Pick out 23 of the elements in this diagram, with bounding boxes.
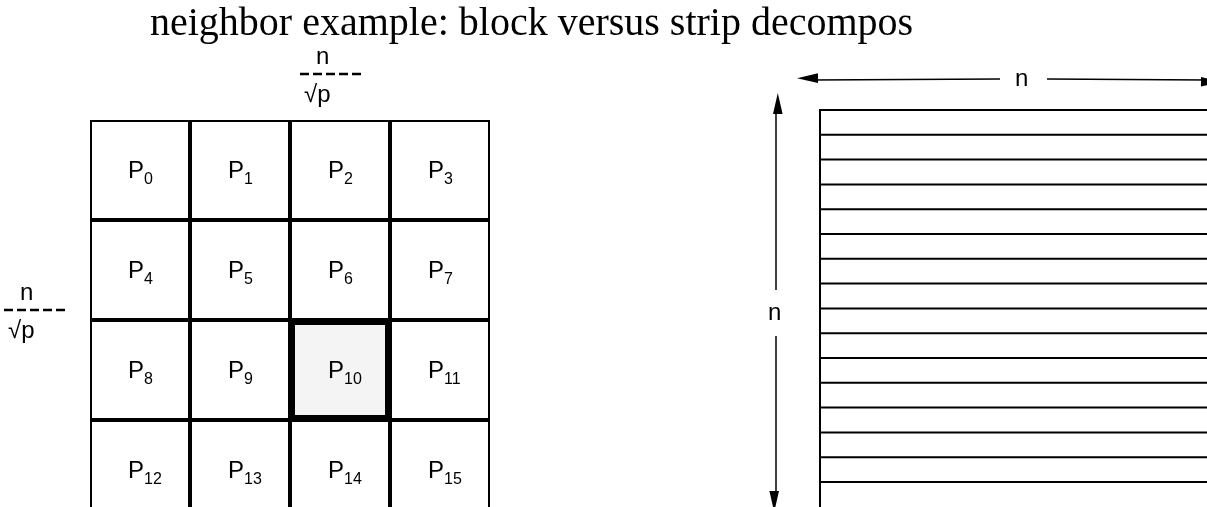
processor-label: P$_{4}$ <box>128 258 153 287</box>
dimension-label: n <box>1015 66 1029 90</box>
processor-label: P$_{7}$ <box>428 258 453 287</box>
processor-label: P$_{8}$ <box>128 358 153 387</box>
fraction-numerator: n <box>316 44 330 68</box>
fraction-denominator: √p <box>8 318 35 342</box>
processor-label: P$_{10}$ <box>328 358 362 387</box>
fraction-denominator: √p <box>304 82 331 106</box>
processor-label: P$_{5}$ <box>228 258 253 287</box>
processor-label: P$_{14}$ <box>328 458 362 487</box>
title: neighbor example: block versus strip decompos <box>150 2 914 42</box>
processor-label: P$_{2}$ <box>328 158 353 187</box>
processor-label: P$_{0}$ <box>128 158 153 187</box>
processor-label: P$_{13}$ <box>228 458 262 487</box>
processor-label: P$_{12}$ <box>128 458 162 487</box>
processor-label: P$_{1}$ <box>228 158 253 187</box>
processor-label: P$_{3}$ <box>428 158 453 187</box>
dimension-label: n <box>768 300 782 324</box>
fraction-numerator: n <box>20 280 34 304</box>
processor-label: P$_{6}$ <box>328 258 353 287</box>
processor-label: P$_{15}$ <box>428 458 462 487</box>
processor-label: P$_{9}$ <box>228 358 253 387</box>
processor-label: P$_{11}$ <box>428 358 461 387</box>
